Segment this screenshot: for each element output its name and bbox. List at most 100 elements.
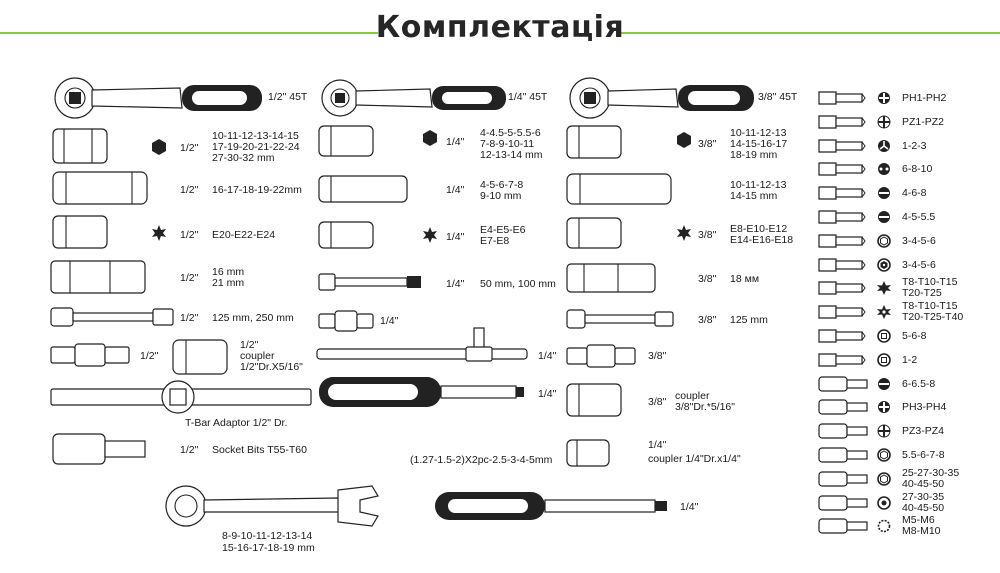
deep-socket-quarter-inch-values-2: 9-10 mm (480, 190, 522, 202)
universal-joint-half-inch-size: 1/2" (140, 350, 159, 362)
extension-half-inch-size: 1/2" (180, 312, 199, 324)
bit-label: 4-5-5.5 (902, 211, 936, 223)
bit-screwdriver-illustration (435, 492, 667, 520)
bit-label: PH3-PH4 (902, 401, 947, 414)
coupler-quarter-inch-illustration (566, 439, 610, 467)
socket-three-eighths-illustration (566, 125, 622, 159)
bit-illustration (818, 494, 868, 511)
bit-label: 1-2 (902, 353, 918, 366)
torx-socket-half-inch-size: 1/2" (180, 229, 199, 241)
coupler-three-eighths-label: coupler (675, 390, 710, 402)
screwdriver-handle-size: 1/4" (538, 388, 557, 400)
deep-socket-half-inch-values: 16-17-18-19-22mm (212, 184, 302, 196)
bit-label: 6-6.5-8 (902, 377, 936, 390)
socket-half-inch-values-3: 27-30-32 mm (212, 152, 275, 164)
deep-socket-quarter-inch-illustration (318, 175, 408, 203)
bit-label-line-2: T20-T25-T40 (902, 311, 964, 324)
bit-label: PZ1-PZ2 (902, 115, 945, 128)
coupler-half-inch-spec: 1/2"Dr.X5/16" (240, 361, 303, 373)
combination-wrench-illustration (165, 485, 379, 527)
bit-label: 27-30-35 (902, 490, 945, 503)
wrench-values-2: 15-16-17-18-19 mm (222, 542, 315, 554)
bit-illustration (818, 353, 866, 367)
universal-joint-quarter-inch-size: 1/4" (380, 315, 399, 327)
bit-label-line-2: M8-M10 (902, 525, 941, 538)
coupler-quarter-inch-size: 1/4" (648, 439, 667, 451)
extension-bar-half-inch-illustration (50, 307, 174, 327)
socket-half-inch-values-2: 17-19-20-21-22-24 (212, 141, 300, 153)
t-bar-adaptor-illustration (50, 380, 312, 414)
bit-illustration (818, 234, 866, 248)
bit-label: 6-8-10 (902, 163, 933, 176)
ratchet-three-eighths-label: 3/8" 45T (758, 91, 798, 103)
extension-quarter-inch-values: 50 mm, 100 mm (480, 278, 556, 290)
extension-quarter-inch-size: 1/4" (446, 278, 465, 290)
torx-socket-quarter-inch-values-1: E4-E5-E6 (480, 224, 526, 236)
socket-half-inch-illustration (52, 128, 108, 164)
extension-three-eighths-values: 125 mm (730, 314, 768, 326)
deep-socket-three-eighths-values-2: 14-15 mm (730, 190, 778, 202)
bit-label-line-2: T20-T25 (902, 287, 942, 300)
bit-illustration (818, 210, 866, 224)
torx-socket-quarter-inch-size: 1/4" (446, 231, 465, 243)
bit-screwdriver-size: 1/4" (680, 501, 699, 513)
spark-socket-three-eighths-size: 3/8" (698, 273, 717, 285)
bit-illustration (818, 423, 868, 439)
torx-star-icon (152, 225, 166, 241)
bit-label: 25-27-30-35 (902, 466, 960, 479)
pozidriv-icon (877, 115, 891, 129)
torx-socket-half-inch-values: E20-E22-E24 (212, 229, 276, 241)
ratchet-half-inch-label: 1/2" 45T (268, 91, 308, 103)
deep-socket-half-inch-size: 1/2" (180, 184, 199, 196)
bit-illustration (818, 115, 866, 129)
bit-label: PZ3-PZ4 (902, 425, 945, 438)
square-icon (877, 352, 891, 367)
bit-illustration (818, 186, 866, 200)
bit-illustration (818, 375, 868, 392)
universal-joint-half-inch-illustration (50, 343, 130, 367)
deep-socket-three-eighths-illustration (566, 173, 672, 205)
extension-half-inch-values: 125 mm, 250 mm (212, 312, 294, 324)
torx-socket-three-eighths-values-2: E14-E16-E18 (730, 234, 794, 246)
bit-label-line-2: 40-45-50 (902, 477, 945, 490)
socket-three-eighths-values-1: 10-11-12-13 (730, 127, 787, 139)
socket-quarter-inch-values-1: 4-4.5-5-5.5-6 (480, 127, 541, 139)
socket-half-inch-values-1: 10-11-12-13-14-15 (212, 130, 299, 142)
bit-label: 3-4-5-6 (902, 234, 936, 247)
sliding-t-bar-illustration (316, 327, 528, 362)
title-rule-right (620, 32, 1000, 34)
spark-plug-socket-three-eighths-illustration (566, 263, 656, 293)
bit-illustration (818, 281, 866, 295)
socket-quarter-inch-values-3: 12-13-14 mm (480, 149, 543, 161)
bit-label: 4-6-8 (902, 187, 927, 200)
deep-socket-quarter-inch-size: 1/4" (446, 184, 465, 196)
extension-three-eighths-size: 3/8" (698, 314, 717, 326)
torx-socket-three-eighths-values-1: E8-E10-E12 (730, 223, 788, 235)
bit-label: PH1-PH2 (902, 92, 947, 104)
torx-socket-three-eighths-size: 3/8" (698, 229, 717, 241)
hex-socket-icon (152, 139, 166, 155)
socket-three-eighths-values-3: 18-19 mm (730, 149, 778, 161)
slotted-icon (878, 377, 890, 390)
spark-socket-half-inch-size: 1/2" (180, 272, 199, 284)
phillips-icon (878, 92, 890, 104)
coupler-half-inch-label: coupler (240, 350, 275, 362)
tri-wing-icon (878, 139, 890, 152)
bit-illustration (818, 257, 866, 272)
coupler-three-eighths-illustration (566, 383, 622, 417)
sliding-t-bar-size: 1/4" (538, 350, 557, 362)
bit-label: 5.5-6-7-8 (902, 449, 945, 461)
coupler-three-eighths-size: 3/8" (648, 396, 667, 408)
deep-socket-quarter-inch-values-1: 4-5-6-7-8 (480, 179, 524, 191)
bit-label: M5-M6 (902, 514, 935, 527)
bit-label-line-2: 40-45-50 (902, 501, 945, 514)
bit-illustration (818, 399, 868, 415)
torx-icon (877, 281, 891, 296)
socket-quarter-inch-illustration (318, 125, 374, 157)
slotted-icon (878, 211, 890, 223)
universal-joint-quarter-inch-illustration (318, 310, 374, 332)
bit-label: 5-6-8 (902, 330, 927, 342)
spark-socket-three-eighths-values: 18 мм (730, 273, 760, 285)
bit-illustration (818, 162, 866, 176)
torx-tamper-icon (877, 305, 891, 320)
